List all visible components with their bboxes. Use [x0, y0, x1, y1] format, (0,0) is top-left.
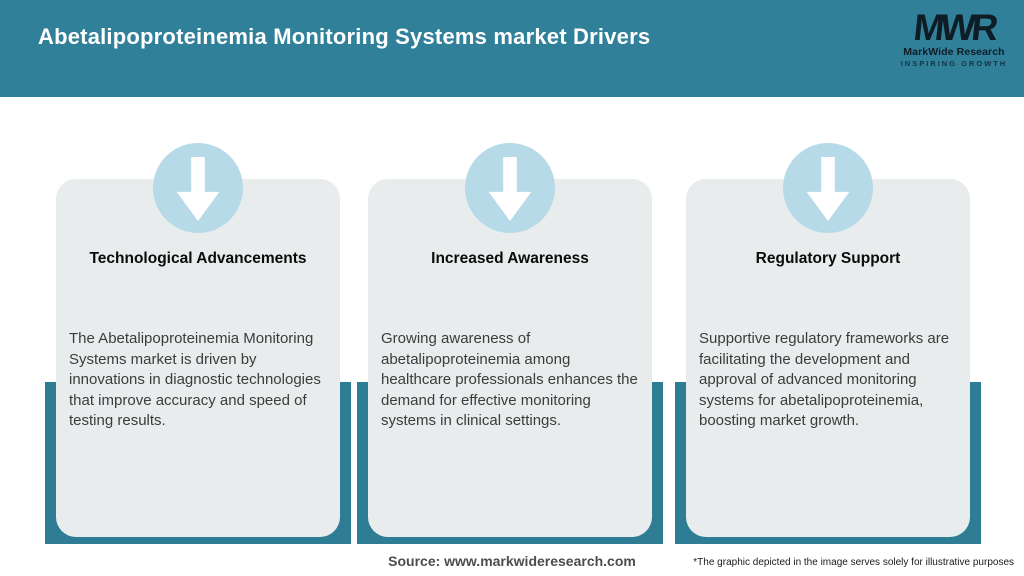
card-title: Increased Awareness — [431, 250, 589, 267]
card-description: Supportive regulatory frameworks are fac… — [699, 330, 950, 429]
driver-card-regulatory-support: Regulatory Support Supportive regulatory… — [675, 143, 981, 544]
driver-card-technological-advancements: Technological Advancements The Abetalipo… — [45, 143, 351, 544]
card-title: Regulatory Support — [755, 250, 901, 267]
down-arrow-icon — [153, 143, 243, 233]
mwr-logo-icon: MWR — [911, 7, 997, 48]
card-panel: Increased Awareness Growing awareness of… — [368, 179, 652, 537]
driver-card-increased-awareness: Increased Awareness Growing awareness of… — [357, 143, 663, 544]
logo-tagline: INSPIRING GROWTH — [900, 58, 1008, 68]
source-text: Source: www.markwideresearch.com — [388, 553, 636, 569]
page-title: Abetalipoproteinemia Monitoring Systems … — [38, 24, 651, 49]
header-banner: Abetalipoproteinemia Monitoring Systems … — [0, 0, 1024, 97]
markwide-research-logo: MWR MarkWide Research INSPIRING GROWTH — [898, 7, 1010, 68]
card-description: The Abetalipoproteinemia Monitoring Syst… — [69, 330, 321, 429]
card-title: Technological Advancements — [89, 250, 307, 267]
down-arrow-icon — [783, 143, 873, 233]
disclaimer-text: *The graphic depicted in the image serve… — [693, 557, 1014, 568]
card-panel: Technological Advancements The Abetalipo… — [56, 179, 340, 537]
down-arrow-icon — [465, 143, 555, 233]
card-description: Growing awareness of abetalipoproteinemi… — [381, 330, 638, 429]
card-panel: Regulatory Support Supportive regulatory… — [686, 179, 970, 537]
logo-company-name: MarkWide Research — [903, 46, 1005, 59]
